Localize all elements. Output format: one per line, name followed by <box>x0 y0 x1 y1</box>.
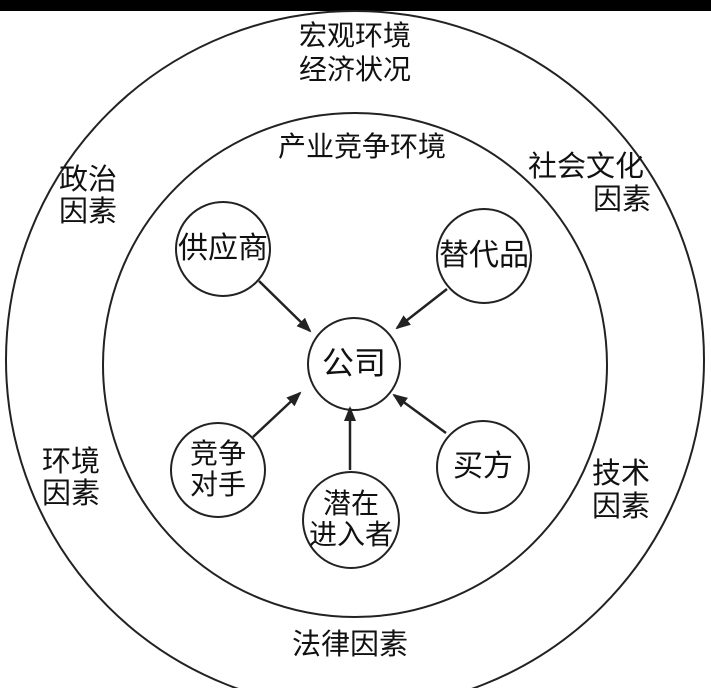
macro-environment-label: 宏观环境 经济状况 <box>255 20 455 88</box>
potential-entrants-node-label-line1: 潜在 <box>322 488 379 520</box>
legal-factors-line1: 法律因素 <box>291 629 408 661</box>
company-node: 公司 <box>307 317 401 411</box>
industry-environment-label: 产业竞争环境 <box>262 131 462 164</box>
substitutes-node: 替代品 <box>436 208 532 304</box>
suppliers-node-label: 供应商 <box>178 232 268 266</box>
industry-environment-label-text: 产业竞争环境 <box>277 132 446 163</box>
legal-factors-label: 法律因素 <box>250 629 450 662</box>
top-black-bar <box>0 0 711 11</box>
buyers-node: 买方 <box>436 420 530 514</box>
competitors-node-label-line1: 竞争 <box>189 438 246 470</box>
technological-factors-label: 技术 因素 <box>571 458 671 524</box>
company-node-label: 公司 <box>321 345 386 382</box>
inner-ring-industry-environment <box>102 112 608 618</box>
macro-environment-label-line1: 宏观环境 <box>298 21 411 52</box>
environmental-factors-line1: 环境 <box>41 446 100 478</box>
environmental-factors-line2: 因素 <box>41 478 100 510</box>
technological-factors-line2: 因素 <box>591 491 650 523</box>
sociocultural-factors-line1: 社会文化 <box>527 151 644 183</box>
outer-ring-macro-environment <box>5 10 705 688</box>
political-factors-line2: 因素 <box>58 196 117 228</box>
sociocultural-factors-label: 社会文化 因素 <box>518 151 654 217</box>
environmental-factors-label: 环境 因素 <box>21 446 121 510</box>
technological-factors-line1: 技术 <box>591 458 650 490</box>
substitutes-node-label: 替代品 <box>439 239 529 273</box>
political-factors-line1: 政治 <box>58 164 117 196</box>
competitors-node-label-line2: 对手 <box>189 470 246 501</box>
buyers-node-label: 买方 <box>453 450 513 484</box>
suppliers-node: 供应商 <box>175 201 271 297</box>
political-factors-label: 政治 因素 <box>38 164 138 228</box>
potential-entrants-node: 潜在 进入者 <box>302 471 400 569</box>
competitors-node: 竞争 对手 <box>170 422 266 518</box>
potential-entrants-node-label-line2: 进入者 <box>308 520 393 551</box>
sociocultural-factors-line2: 因素 <box>592 184 651 216</box>
macro-environment-label-line2: 经济状况 <box>298 55 411 86</box>
